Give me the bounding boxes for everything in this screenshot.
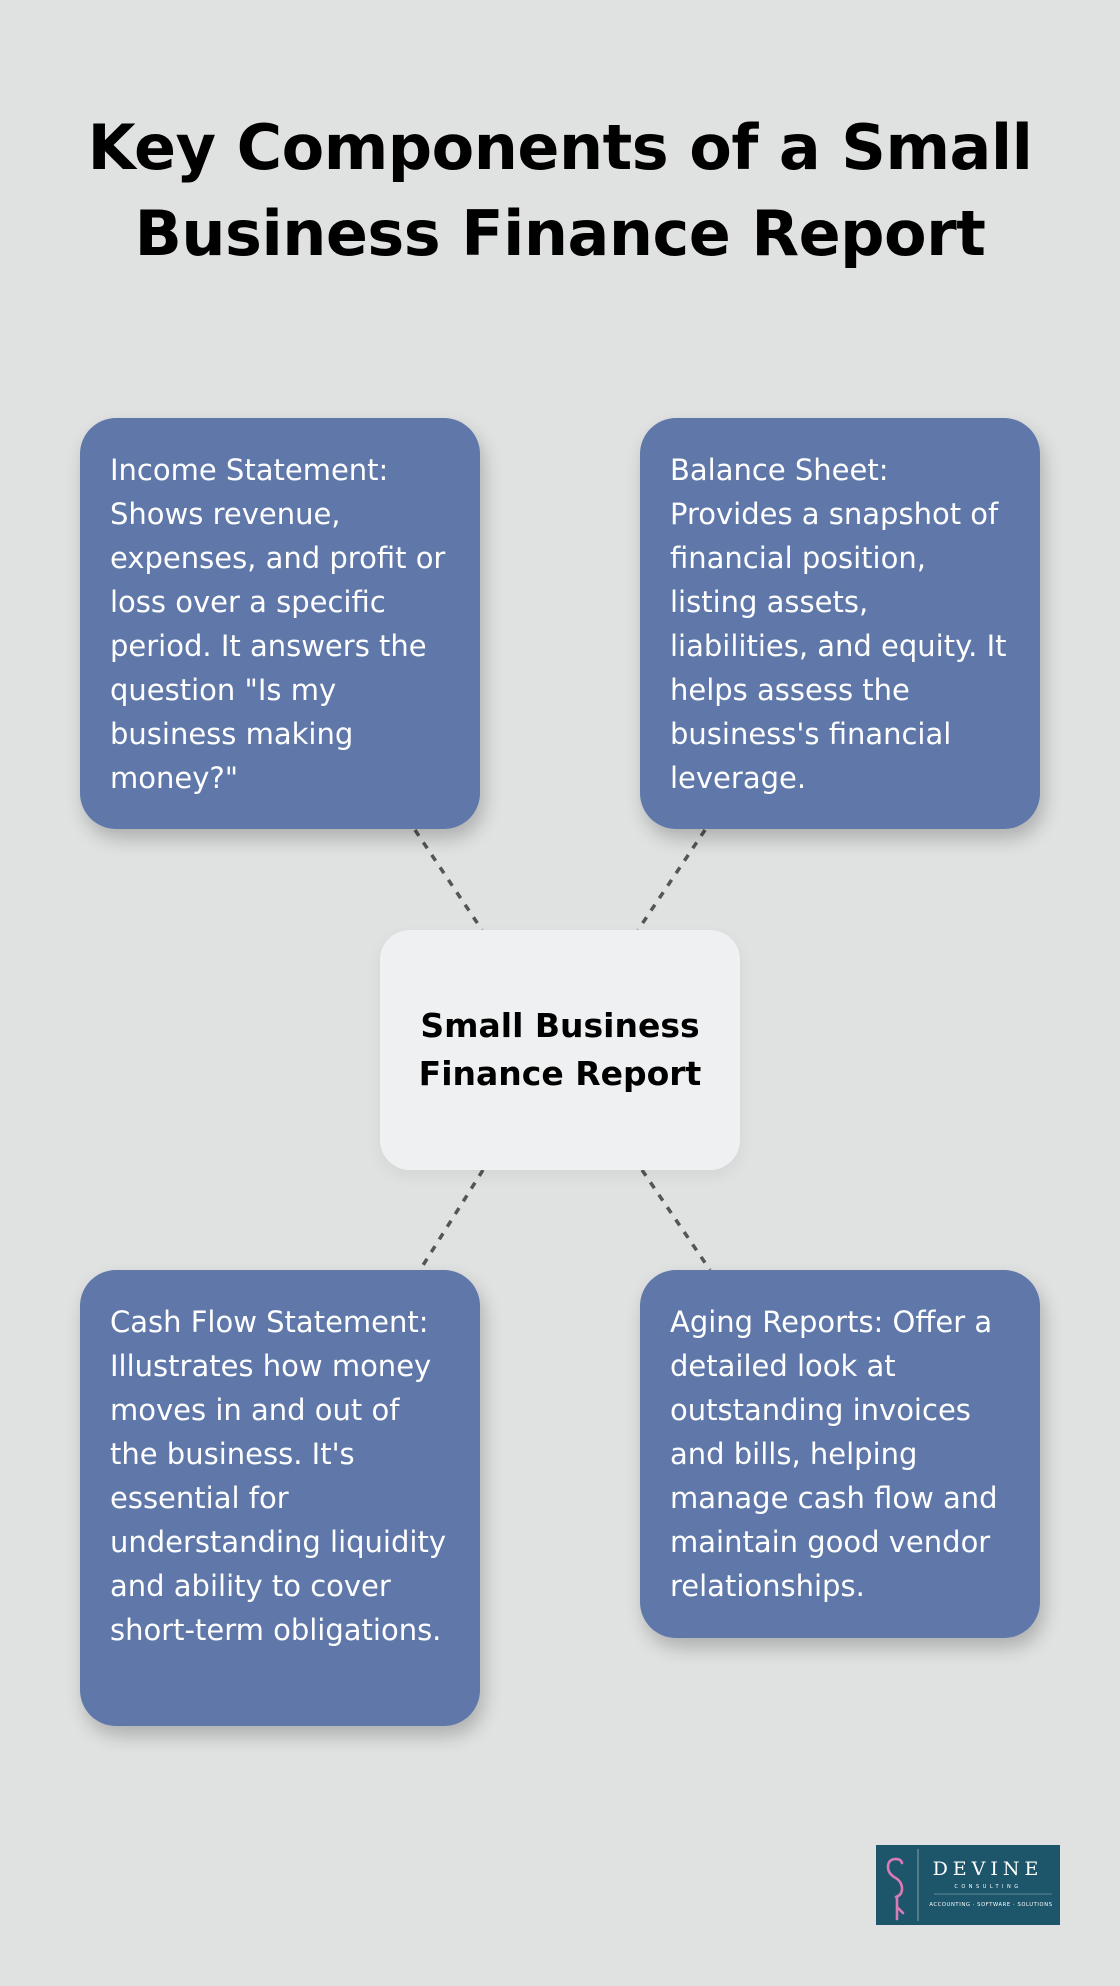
connector-top-right [636,829,707,931]
page-title: Key Components of a Small Business Finan… [87,111,1033,270]
flamingo-icon [886,1857,905,1921]
connector-bottom-right [640,1169,712,1271]
card-text: Cash Flow Statement: Illustrates how mon… [110,1305,446,1647]
devine-consulting-logo: DEVINE CONSULTING ACCOUNTING · SOFTWARE … [876,1845,1060,1925]
card-text: Balance Sheet: Provides a snapshot of fi… [670,453,1007,795]
logo-services: ACCOUNTING · SOFTWARE · SOLUTIONS [929,1902,1052,1908]
logo-tagline: CONSULTING [954,1884,1021,1890]
card-balance-sheet: Balance Sheet: Provides a snapshot of fi… [640,418,1040,829]
logo-graphic: DEVINE CONSULTING ACCOUNTING · SOFTWARE … [886,1849,1052,1921]
center-node: Small Business Finance Report [380,930,740,1170]
card-aging-reports: Aging Reports: Offer a detailed look at … [640,1270,1040,1638]
card-text: Income Statement: Shows revenue, expense… [110,453,446,795]
connector-top-left [413,829,484,931]
center-label: Small Business Finance Report [418,1006,702,1093]
logo-name: DEVINE [933,1858,1044,1880]
card-income-statement: Income Statement: Shows revenue, expense… [80,418,480,829]
card-cash-flow-statement: Cash Flow Statement: Illustrates how mon… [80,1270,480,1726]
card-text: Aging Reports: Offer a detailed look at … [670,1305,998,1603]
connector-bottom-left [418,1169,485,1271]
